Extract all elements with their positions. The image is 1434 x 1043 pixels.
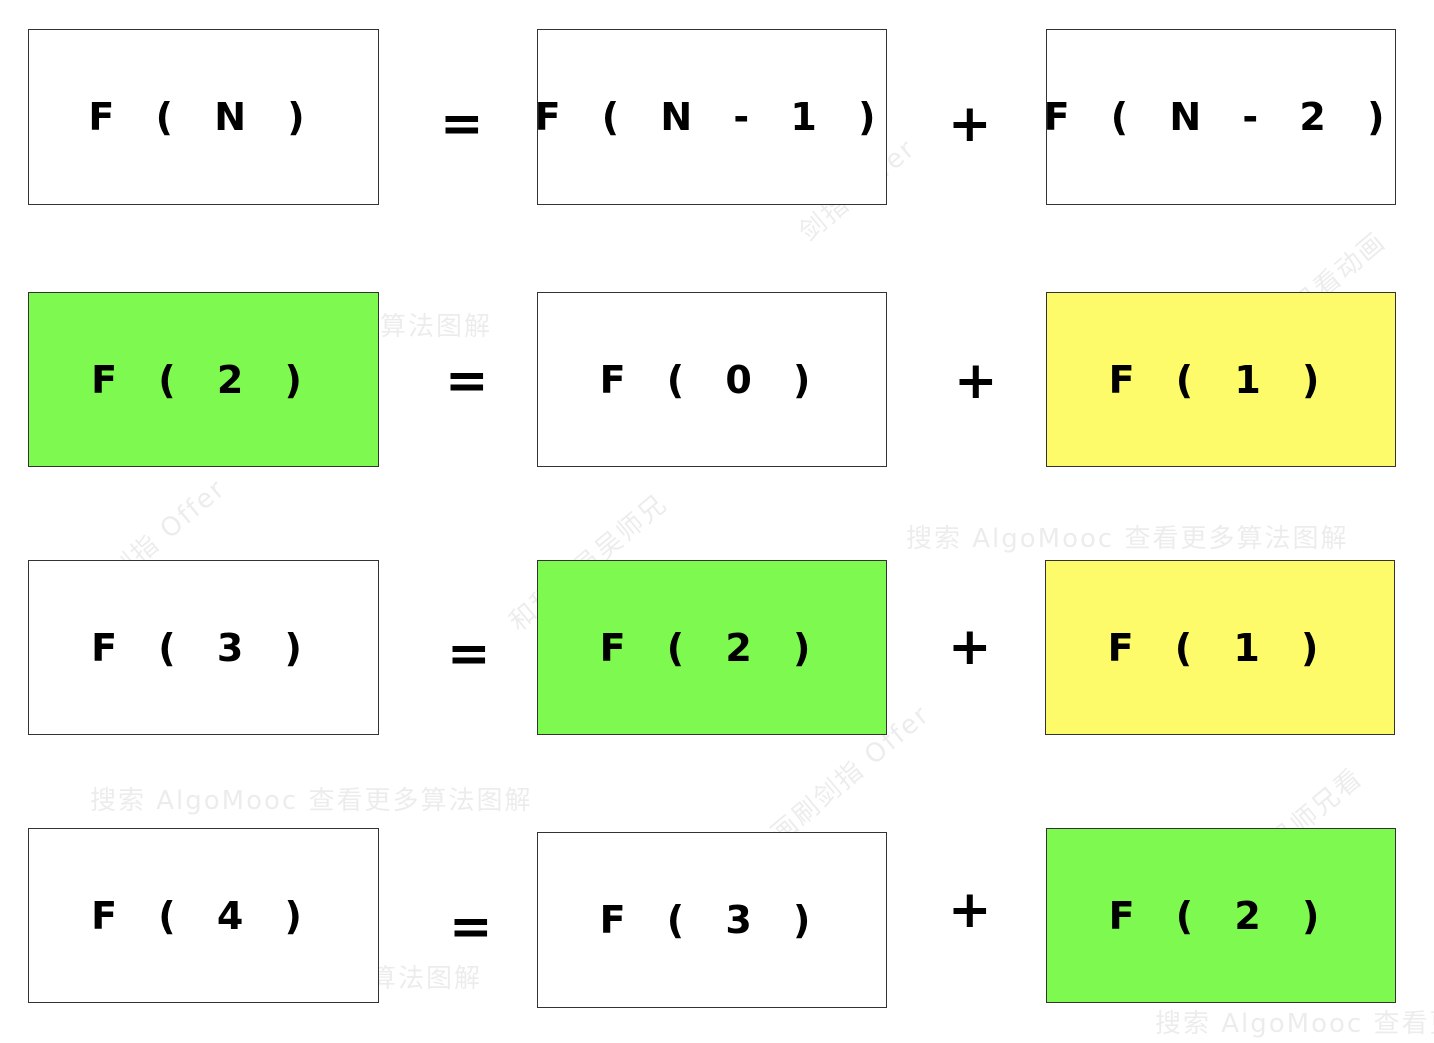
formula-box-fn-2: F ( N - 2 ) <box>1044 29 1396 205</box>
watermark: 搜索 AlgoMooc 查看更多算法图解 <box>90 786 533 816</box>
plus-sign: + <box>954 351 998 411</box>
watermark: 算法图解 <box>370 964 483 994</box>
watermark: 搜索 AlgoMooc 查看更多算 <box>1155 1009 1434 1039</box>
formula-box-f4: F ( 4 ) <box>28 828 379 1003</box>
equals-sign: = <box>445 351 489 411</box>
formula-box-f1: F ( 1 ) <box>1045 560 1395 735</box>
plus-sign: + <box>948 94 992 154</box>
formula-box-f2: F ( 2 ) <box>28 292 379 467</box>
formula-box-f3: F ( 3 ) <box>28 560 379 735</box>
formula-box-f2: F ( 2 ) <box>1046 828 1396 1003</box>
formula-box-fn: F ( N ) <box>28 29 379 205</box>
plus-sign: + <box>948 880 992 940</box>
equals-sign: = <box>449 897 493 957</box>
equals-sign: = <box>440 94 484 154</box>
formula-box-f1: F ( 1 ) <box>1046 292 1396 467</box>
formula-box-fn-1: F ( N - 1 ) <box>535 29 887 205</box>
plus-sign: + <box>948 617 992 677</box>
formula-box-f3: F ( 3 ) <box>537 832 887 1008</box>
watermark: 算法图解 <box>380 312 493 342</box>
formula-box-f0: F ( 0 ) <box>537 292 887 467</box>
watermark: 搜索 AlgoMooc 查看更多算法图解 <box>906 524 1349 554</box>
formula-box-f2: F ( 2 ) <box>537 560 887 735</box>
equals-sign: = <box>447 624 491 684</box>
